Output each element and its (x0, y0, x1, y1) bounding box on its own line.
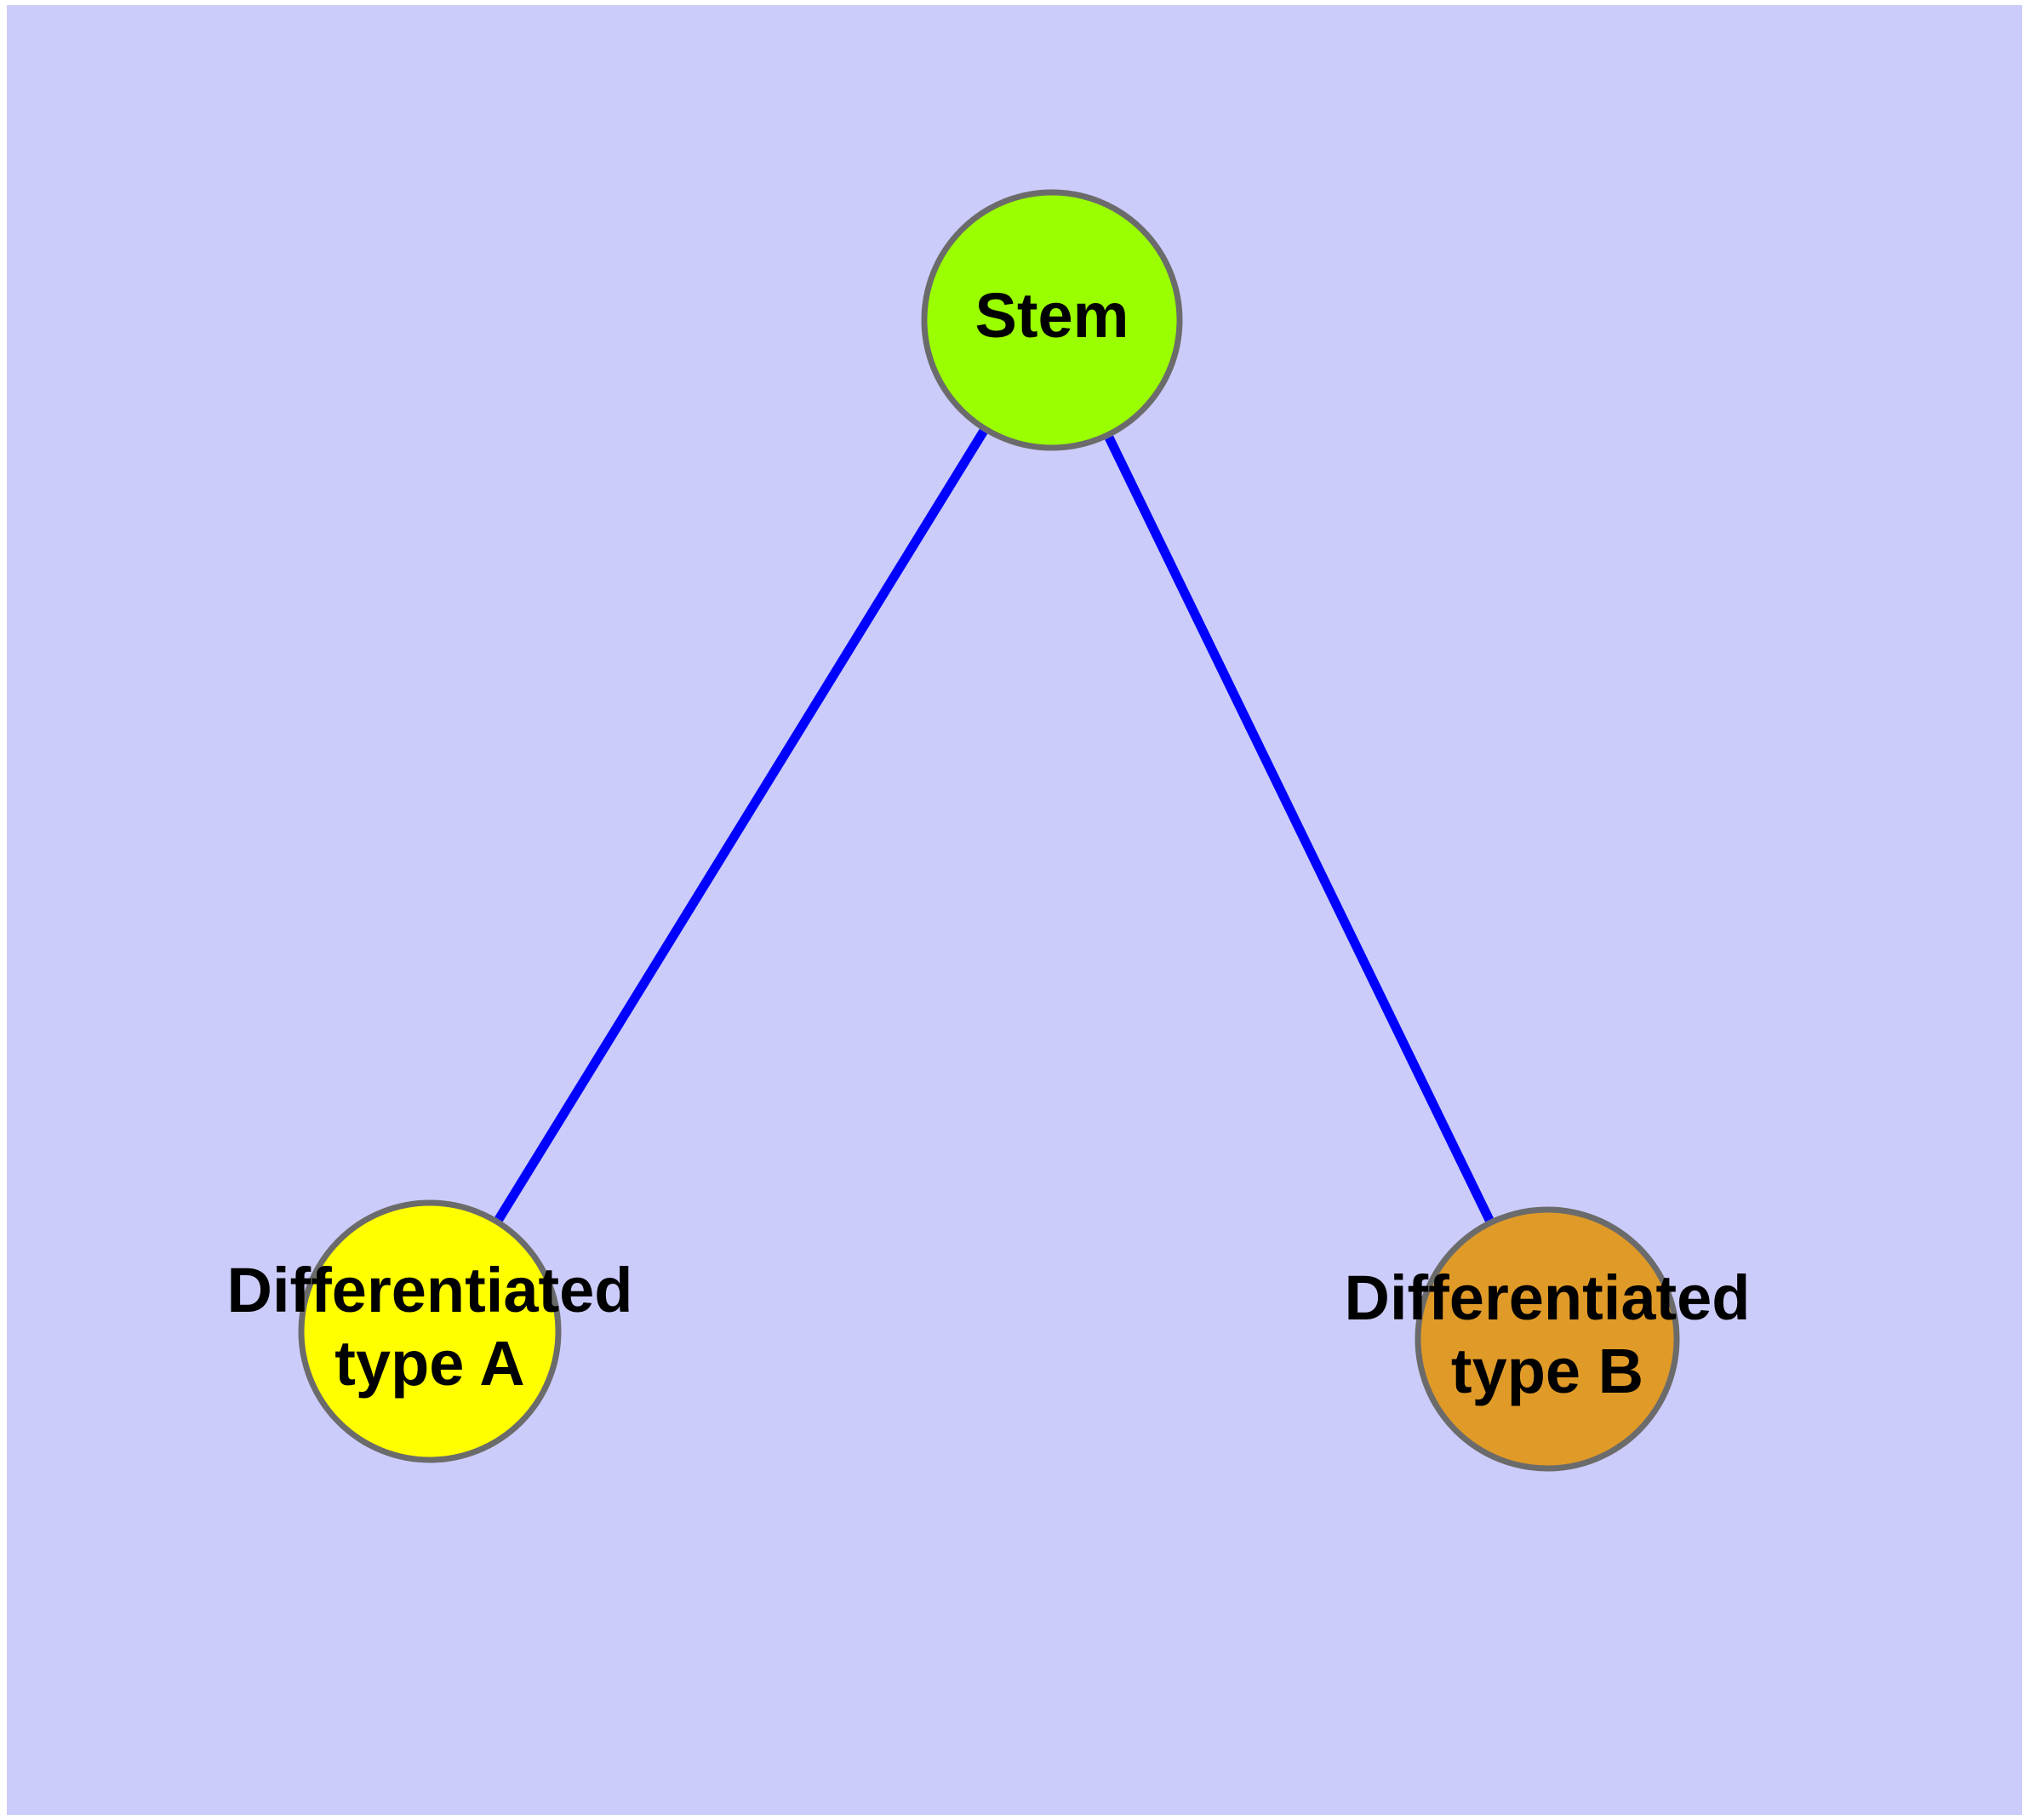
graph-node-label-line: Differentiated (227, 1255, 633, 1325)
graph-node-label-stem: Stem (975, 280, 1129, 351)
graph-node-label-line: type B (1451, 1336, 1643, 1406)
node-layer (298, 189, 1680, 1472)
edge-layer (494, 428, 1494, 1222)
graph-node-label-line: Stem (975, 280, 1129, 351)
graph-node-label-line: type A (334, 1328, 524, 1399)
graph-edge-stem-diff_a[interactable] (494, 428, 988, 1222)
graph-node-diff_b[interactable] (1415, 1206, 1680, 1472)
graph-node-label-line: Differentiated (1345, 1262, 1751, 1333)
graph-edge-stem-diff_b[interactable] (1105, 435, 1494, 1222)
graph-node-stem[interactable] (921, 189, 1183, 451)
graph-node-diff_a[interactable] (298, 1199, 562, 1463)
